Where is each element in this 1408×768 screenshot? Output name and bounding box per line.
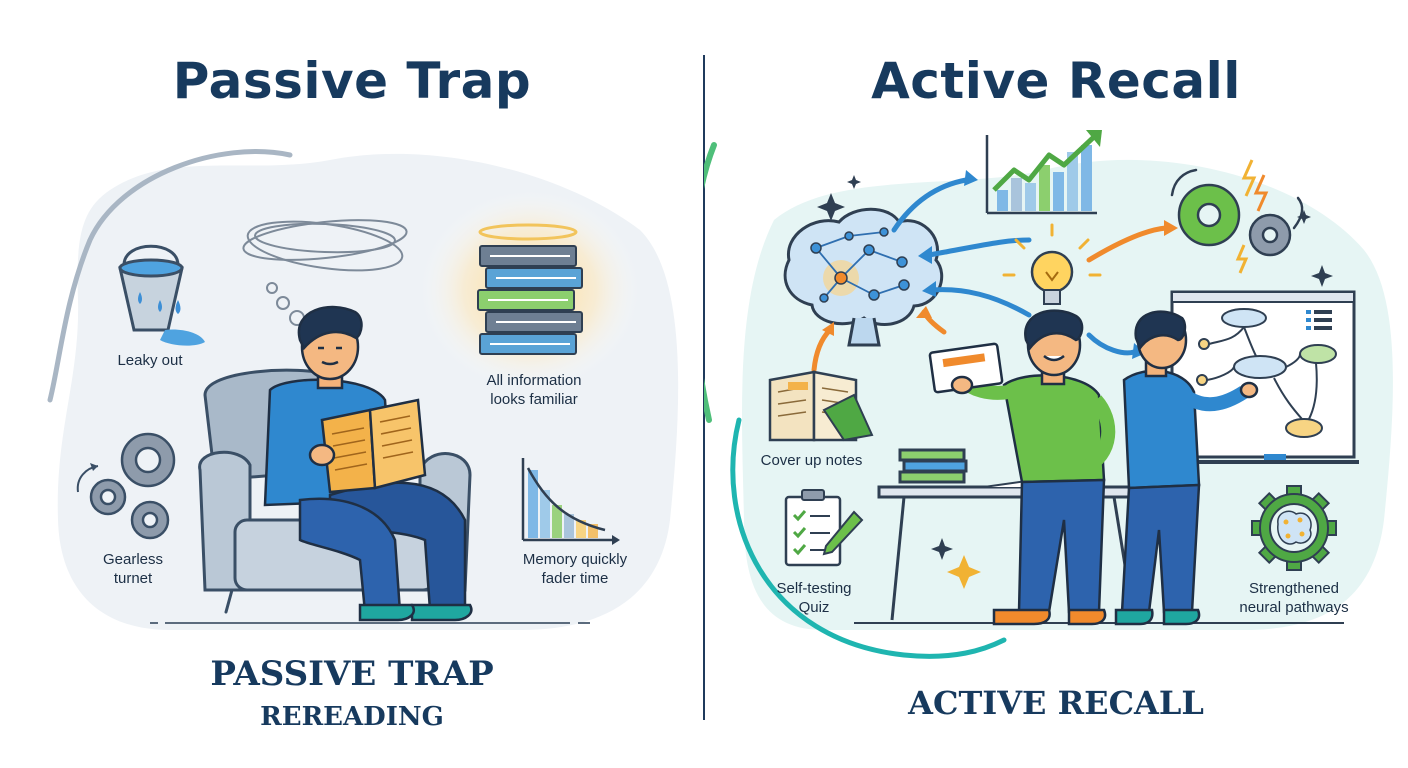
bucket-icon: [118, 244, 205, 346]
reading-person: [263, 305, 473, 622]
leaky-out-text: Leaky out: [117, 352, 183, 369]
cover-notes-text: Cover up notes: [760, 452, 863, 469]
familiar-label-line2: looks familiar: [490, 391, 578, 408]
familiar-label: All information looks familiar: [464, 371, 604, 409]
cover-notes-label: Cover up notes: [749, 451, 874, 470]
left-swoosh: [47, 149, 293, 403]
open-book-icon: [768, 370, 874, 442]
passive-trap-panel: Passive Trap Leaky out All information l…: [47, 52, 679, 732]
teal-swoosh: [730, 417, 1007, 659]
neural-gear-icon: [1251, 485, 1337, 571]
green-arc: [704, 142, 717, 423]
active-recall-heading: Active Recall: [871, 52, 1241, 110]
active-recall-footer-title: ACTIVE RECALL: [908, 684, 1204, 722]
gearless-label-line1: Gearless: [102, 551, 164, 568]
neural-pathways-label: Strengthened neural pathways: [1224, 579, 1364, 617]
active-recall-illustration: [704, 130, 1393, 659]
gears-icon: [76, 432, 176, 540]
passive-trap-footer-title: PASSIVE TRAP: [210, 654, 494, 694]
self-testing-label: Self-testing Quiz: [759, 579, 869, 617]
lightbulb-icon: [1002, 223, 1102, 305]
passive-trap-heading: Passive Trap: [172, 52, 532, 110]
brain-network-icon: [783, 207, 944, 347]
sparkle-icons: [817, 175, 1333, 589]
neural-pathways-label-line2: neural pathways: [1239, 599, 1349, 616]
memory-label: Memory quickly fader time: [505, 550, 645, 588]
memory-label-line2: fader time: [541, 570, 609, 587]
passive-trap-illustration: [47, 149, 679, 630]
clipboard-quiz-icon: [784, 489, 864, 567]
rereading-subtitle: REREADING: [260, 702, 444, 732]
student-with-flashcard: [928, 309, 1116, 626]
student-at-whiteboard: [1114, 310, 1259, 626]
decay-chart-icon: [521, 458, 620, 545]
gearless-label: Gearless turnet: [78, 550, 188, 588]
self-testing-label-line2: Quiz: [798, 599, 830, 616]
memory-label-line1: Memory quickly: [522, 551, 628, 568]
self-testing-label-line1: Self-testing: [776, 580, 852, 597]
gears-cluster-icon: [1177, 159, 1292, 274]
growth-chart-icon: [985, 130, 1102, 215]
gearless-label-line2: turnet: [113, 570, 153, 587]
book-stack-icon: [420, 190, 640, 390]
whiteboard-icon: [1164, 290, 1359, 464]
familiar-label-line1: All information: [486, 372, 582, 389]
active-recall-panel: Active Recall Cover up notes Self-testin…: [704, 0, 1408, 768]
arrow-heads: [822, 170, 1178, 359]
leaky-out-label: Leaky out: [100, 351, 200, 370]
neural-pathways-label-line1: Strengthened: [1248, 580, 1340, 597]
